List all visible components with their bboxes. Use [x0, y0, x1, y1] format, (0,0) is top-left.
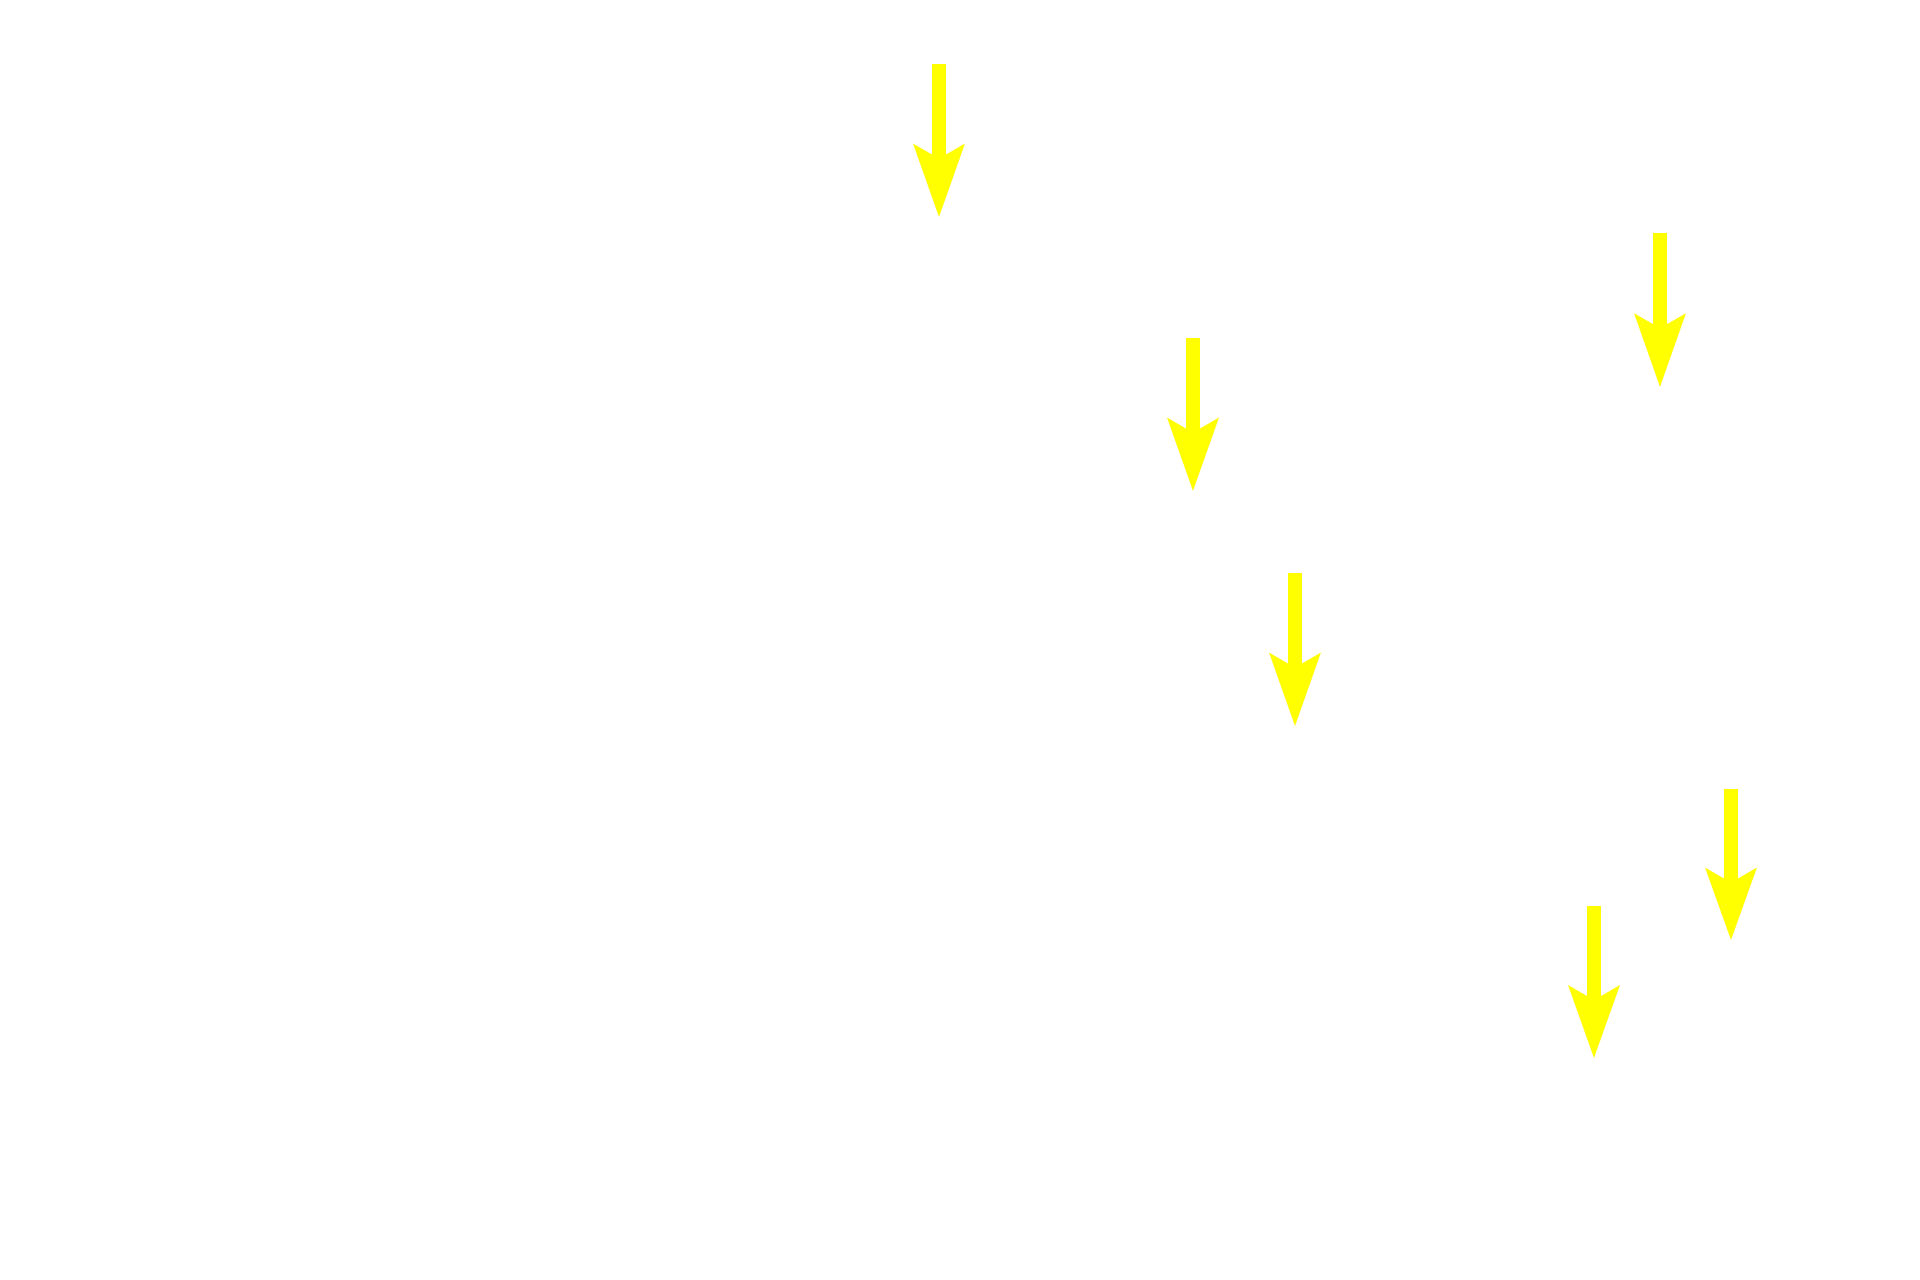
- arrow-down-icon: [1568, 906, 1620, 1058]
- arrow-shaft: [1288, 573, 1302, 665]
- arrow-down-icon: [913, 64, 965, 217]
- arrow-head: [1568, 985, 1620, 1058]
- arrow-down-icon: [1269, 573, 1321, 726]
- arrow-shaft: [1186, 338, 1200, 430]
- arrow-head: [1269, 652, 1321, 726]
- arrow-head: [1705, 867, 1757, 940]
- arrow-shaft: [1724, 789, 1738, 880]
- arrow-down-icon: [1705, 789, 1757, 940]
- arrow-head: [1167, 417, 1219, 491]
- arrow-down-icon: [1634, 233, 1686, 387]
- arrow-down-icon: [1167, 338, 1219, 491]
- arrow-head: [1634, 313, 1686, 387]
- arrow-head: [913, 143, 965, 217]
- arrow-shaft: [932, 64, 946, 156]
- arrow-shaft: [1653, 233, 1667, 326]
- arrow-shaft: [1587, 906, 1601, 998]
